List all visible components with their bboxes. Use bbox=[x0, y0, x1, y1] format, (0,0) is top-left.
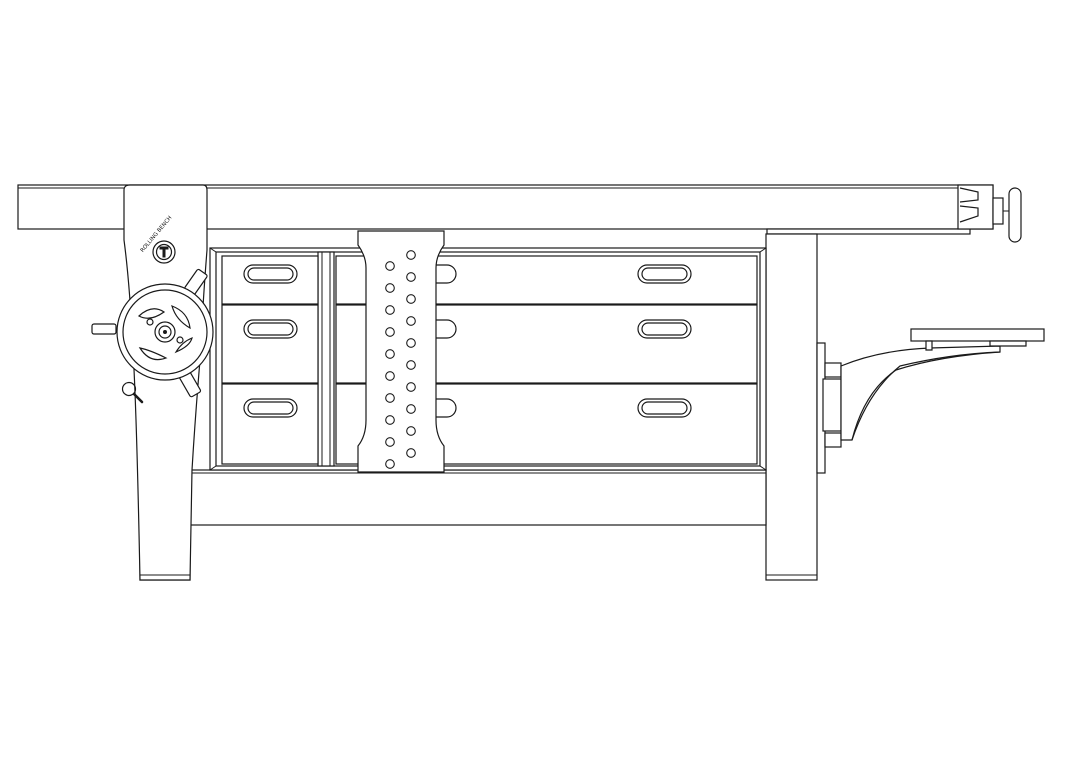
drawer-left-3[interactable] bbox=[221, 383, 319, 465]
drawer-pull bbox=[243, 319, 298, 339]
dog-hole bbox=[406, 360, 416, 370]
left-drawer-column bbox=[221, 255, 319, 465]
dog-hole bbox=[385, 261, 395, 271]
dog-hole bbox=[385, 327, 395, 337]
dog-hole bbox=[406, 316, 416, 326]
dog-hole bbox=[385, 305, 395, 315]
dog-hole bbox=[385, 371, 395, 381]
handwheel-spoke bbox=[91, 323, 117, 335]
drawer-pull bbox=[243, 264, 298, 284]
tail-vise bbox=[957, 184, 1022, 243]
dog-hole bbox=[406, 382, 416, 392]
dog-hole bbox=[385, 459, 395, 469]
dog-hole bbox=[385, 415, 395, 425]
dog-hole-board bbox=[357, 230, 445, 473]
side-support-arm bbox=[816, 328, 1045, 474]
dog-hole bbox=[406, 426, 416, 436]
drawer-pull bbox=[637, 264, 692, 284]
drawer-pull bbox=[243, 398, 298, 418]
dog-hole bbox=[385, 393, 395, 403]
drawer-pull bbox=[637, 398, 692, 418]
magnifier-icon[interactable] bbox=[121, 381, 144, 404]
dog-hole bbox=[406, 404, 416, 414]
dog-hole bbox=[406, 448, 416, 458]
dog-hole bbox=[406, 250, 416, 260]
lower-stretcher bbox=[189, 469, 767, 526]
dog-hole bbox=[406, 338, 416, 348]
dog-hole bbox=[385, 283, 395, 293]
drawer-pull bbox=[637, 319, 692, 339]
dog-hole bbox=[385, 349, 395, 359]
dog-hole bbox=[406, 272, 416, 282]
dog-hole bbox=[406, 294, 416, 304]
dog-hole bbox=[385, 437, 395, 447]
drawer-left-2[interactable] bbox=[221, 304, 319, 384]
leg-vise: ROLLING BENCH bbox=[91, 184, 214, 581]
dog-holes bbox=[385, 250, 416, 469]
handwheel[interactable] bbox=[116, 283, 214, 381]
